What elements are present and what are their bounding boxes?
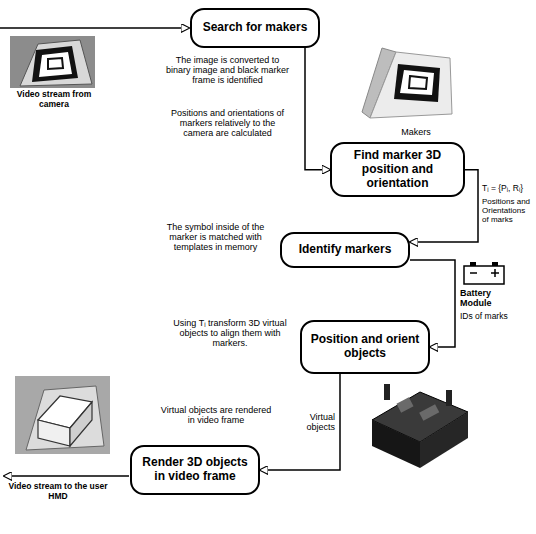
marker-inner xyxy=(400,70,434,95)
device-pin xyxy=(446,390,452,406)
device-part xyxy=(396,397,413,412)
annotation-text: Battery Module xyxy=(460,288,510,308)
device-part xyxy=(419,404,439,420)
box-text: Search for makers xyxy=(203,21,308,35)
annotation-text: IDs of marks xyxy=(460,312,530,322)
rendered-frame xyxy=(15,376,110,454)
process-box: Position and orient objects xyxy=(300,320,430,374)
tent-face xyxy=(370,52,452,118)
minus-sign xyxy=(470,272,477,274)
battery-body xyxy=(464,266,504,284)
photo-ground xyxy=(10,36,95,88)
annotation-text: Positions and Orientations of marks xyxy=(482,198,532,225)
process-box: Find marker 3D position and orientation xyxy=(330,142,465,197)
marker-tent xyxy=(26,386,104,450)
plus-sign xyxy=(494,269,496,277)
marker-symbol xyxy=(48,58,63,69)
flow-arrow xyxy=(260,374,340,470)
annotation-text: Virtual objects are rendered in video fr… xyxy=(160,405,272,425)
edge-label: Virtual objects xyxy=(294,412,336,432)
battery-symbol xyxy=(464,262,504,284)
process-box: Search for makers xyxy=(190,8,320,48)
output-arrow xyxy=(4,475,129,477)
annotation-text: Tᵢ = {Pᵢ, Rᵢ} xyxy=(482,184,534,194)
annotation-text: Makers xyxy=(388,127,444,137)
camera-photo xyxy=(10,36,95,88)
annotation-text: The image is converted to binary image a… xyxy=(165,55,290,85)
marker-tent xyxy=(20,40,92,86)
virtual-object xyxy=(70,402,92,446)
device-pin xyxy=(384,384,390,400)
marker-frame xyxy=(394,64,440,102)
box-text: Position and orient objects xyxy=(309,333,421,361)
device-side xyxy=(372,420,420,468)
process-box: Identify markers xyxy=(280,232,410,268)
annotation-text: Video stream from camera xyxy=(6,90,102,109)
input-arrow xyxy=(0,27,189,29)
virtual-object xyxy=(38,420,70,446)
photo-ground xyxy=(15,376,110,454)
annotation-text: Using Tᵢ transform 3D virtual objects to… xyxy=(168,318,292,348)
marker-frame xyxy=(32,46,78,82)
box-text: Render 3D objects in video frame xyxy=(139,456,251,484)
annotation-text: Video stream to the user HMD xyxy=(6,482,110,501)
virtual-object-model xyxy=(372,384,468,468)
marker-inner xyxy=(39,52,72,77)
box-text: Find marker 3D position and orientation xyxy=(339,149,456,190)
box-text: Identify markers xyxy=(299,243,392,257)
annotation-text: The symbol inside of the marker is match… xyxy=(158,222,273,252)
markers-photo xyxy=(362,48,452,118)
process-box: Render 3D objects in video frame xyxy=(130,445,260,495)
flow-arrow xyxy=(305,48,330,170)
annotation-text: Positions and orientations of markers re… xyxy=(165,108,290,138)
device-side xyxy=(420,412,468,468)
marker-symbol xyxy=(409,76,427,89)
